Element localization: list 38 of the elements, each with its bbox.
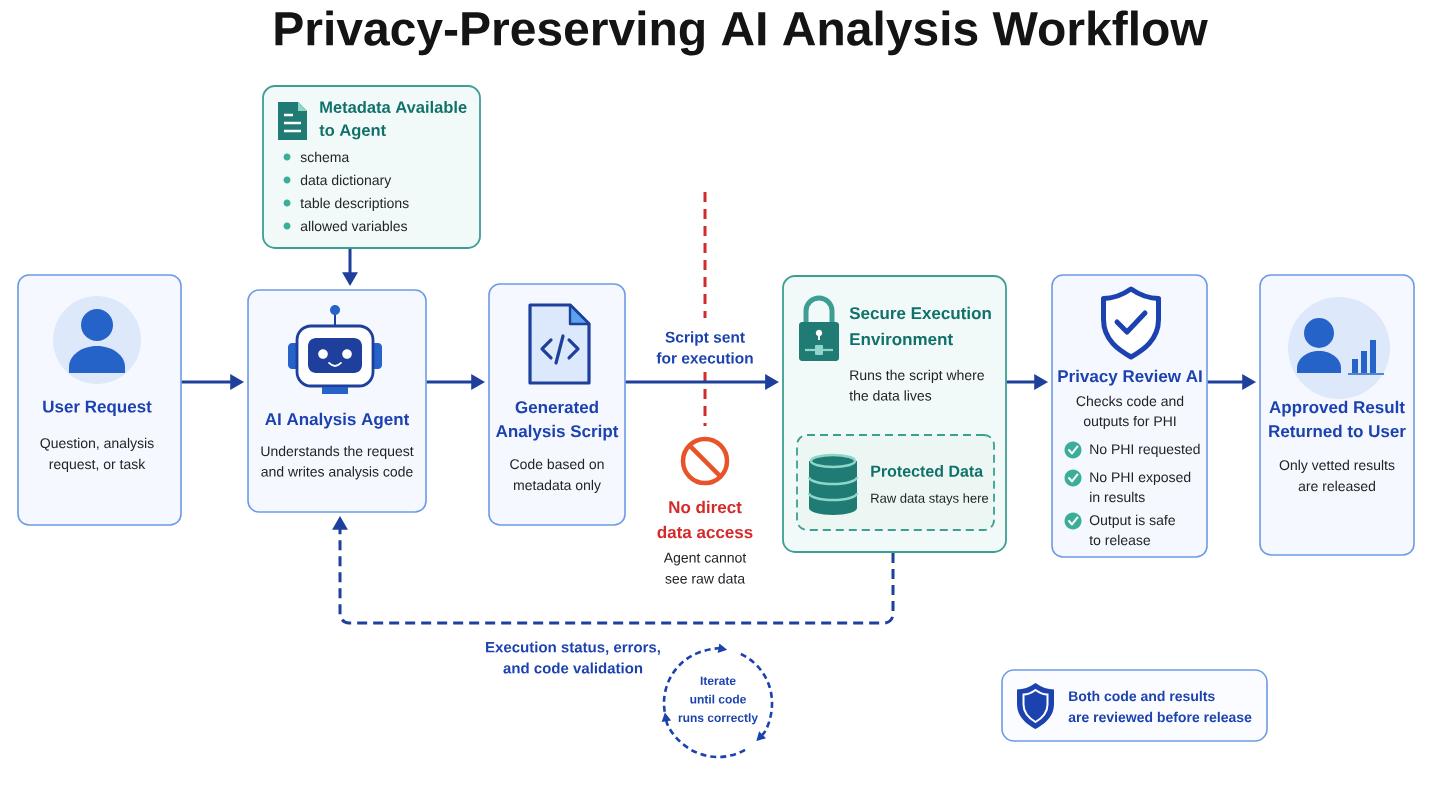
process-box [17, 274, 182, 526]
info-box [262, 85, 481, 249]
box-heading: User Request [43, 400, 152, 416]
box-heading: Privacy Review AI [1058, 369, 1202, 386]
process-box [247, 289, 427, 513]
box-text: Runs the script where the data lives [849, 369, 984, 401]
warning-title: No direct data access [657, 500, 753, 539]
bullet-text: schema [300, 151, 350, 163]
bullet-text: table descriptions [300, 197, 409, 211]
box-text: Question, analysis request, or task [40, 437, 154, 472]
note-box [1001, 669, 1268, 742]
box-heading: Protected Data [871, 465, 984, 477]
box-heading: Approved Result Returned to User [1269, 400, 1406, 438]
box-heading: Metadata Available to Agent [319, 100, 467, 140]
check-text: Output is safe to release [1089, 514, 1175, 546]
bullet-text: data dictionary [300, 174, 392, 188]
dashed-box [796, 434, 995, 531]
bullet-text: allowed variables [300, 220, 408, 232]
warning-text: Agent cannot see raw data [663, 552, 747, 584]
box-text: Understands the request and writes analysis code [261, 445, 414, 480]
process-box [488, 283, 626, 526]
edge-label: Script sent for execution [656, 331, 753, 364]
check-text: No PHI requested [1090, 443, 1200, 457]
note-text: Both code and results are reviewed before release [1068, 690, 1252, 723]
box-heading: Generated Analysis Script [496, 400, 619, 441]
box-text: Checks code and outputs for PHI [1076, 395, 1184, 429]
circle-text: Iterate until code runs correctly [678, 676, 758, 725]
box-text: Code based on metadata only [510, 458, 604, 493]
process-box [1259, 274, 1415, 556]
process-box [782, 275, 1007, 553]
edge-label: Execution status, errors, and code validation [486, 641, 660, 674]
box-heading: AI Analysis Agent [265, 412, 410, 429]
title: Privacy-Preserving AI Analysis Workflow [275, 10, 1208, 56]
box-text: Raw data stays here [871, 493, 989, 506]
check-text: No PHI exposed in results [1090, 471, 1191, 503]
box-text: Only vetted results are released [1279, 459, 1395, 492]
box-heading: Secure Execution Environment [849, 306, 991, 346]
process-box [1051, 274, 1208, 558]
